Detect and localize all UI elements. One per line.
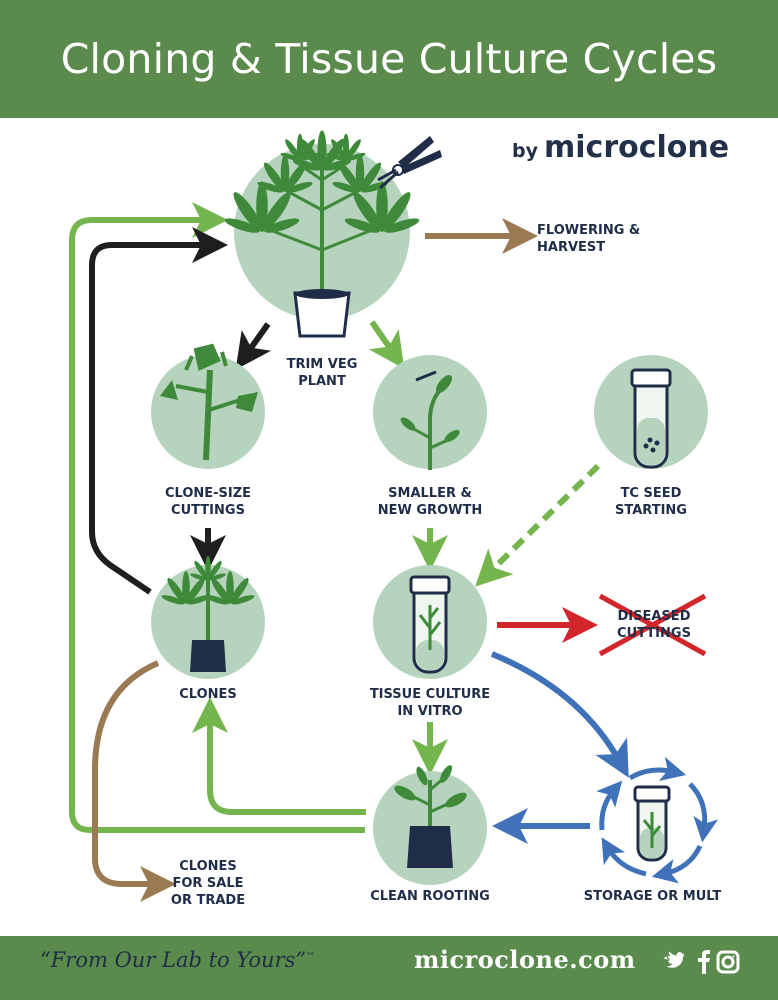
arrow-rooting-to-clones-green: [192, 697, 366, 815]
arrow-mother-to-cuttings: [235, 322, 272, 370]
label-tissue-culture: TISSUE CULTURE IN VITRO: [369, 687, 491, 719]
tagline-text: “From Our Lab to Yours”: [40, 948, 307, 972]
trademark-mark: ™: [306, 952, 316, 962]
new-growth-icon: [400, 370, 460, 470]
diseased-cross-icon: [598, 593, 707, 657]
byline-by: by: [512, 140, 538, 162]
label-storage: STORAGE OR MULT: [583, 889, 722, 904]
seed-tube-icon: [630, 368, 672, 469]
arrow-mother-to-new-growth: [368, 320, 405, 369]
label-new-growth: SMALLER & NEW GROWTH: [377, 486, 483, 518]
twitter-icon[interactable]: [663, 951, 685, 968]
site-link[interactable]: microclone.com: [414, 945, 636, 974]
arrow-clones-to-mother-black: [89, 227, 228, 595]
header-banner: [0, 0, 778, 118]
label-diseased: DISEASED CUTTINGS: [617, 609, 691, 641]
tagline: “From Our Lab to Yours”™: [40, 948, 315, 972]
arrow-clones-to-sale-brown: [92, 660, 176, 902]
cutting-icon: [160, 343, 258, 461]
footer-banner: [0, 936, 778, 1000]
label-seed: TC SEED STARTING: [615, 486, 687, 518]
rooting-plant-icon: [394, 765, 467, 868]
tissue-tube-icon: [409, 575, 451, 674]
arrow-tissue-to-storage: [490, 651, 629, 778]
facebook-icon[interactable]: [698, 950, 710, 974]
instagram-icon[interactable]: [716, 950, 740, 974]
storage-tube-icon: [633, 785, 671, 862]
storage-cycle-arrows: [596, 756, 719, 884]
label-clones: CLONES: [179, 687, 237, 702]
byline: by microclone: [512, 130, 729, 165]
label-mother-plant: TRIM VEG PLANT: [286, 357, 358, 389]
arrow-rooting-to-mother-green: [69, 202, 365, 833]
label-cuttings: CLONE-SIZE CUTTINGS: [164, 486, 252, 518]
social-icons: [663, 950, 740, 974]
clone-plant-icon: [160, 555, 256, 672]
brand-name: microclone: [544, 130, 730, 165]
arrow-seed-to-tissue-dashed: [475, 463, 601, 587]
label-sale: CLONES FOR SALE OR TRADE: [170, 859, 246, 908]
label-flowering: FLOWERING & HARVEST: [537, 223, 641, 255]
scissors-icon: [377, 136, 442, 190]
label-clean-rooting: CLEAN ROOTING: [370, 889, 490, 904]
mother-plant-icon: [223, 130, 421, 338]
page-title: Cloning & Tissue Culture Cycles: [60, 35, 718, 83]
